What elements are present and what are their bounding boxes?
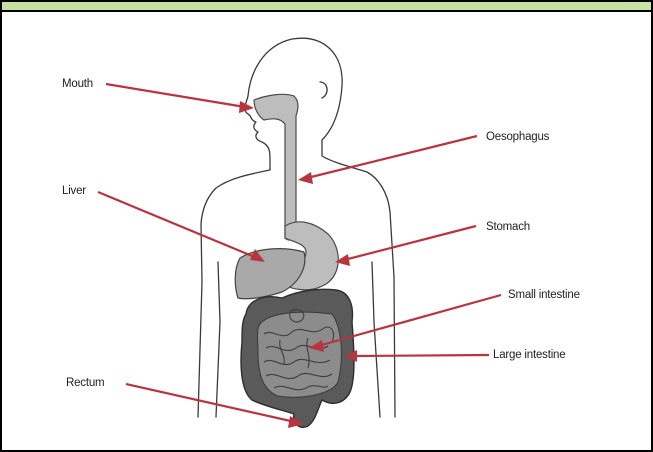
stomach-arrow [335, 226, 476, 266]
mouth-arrow [106, 84, 254, 113]
label-rectum: Rectum [66, 377, 104, 389]
left-arm-inner [216, 262, 220, 417]
ear-outline [320, 82, 327, 98]
label-large-intestine: Large intestine [493, 349, 565, 361]
oesophagus-arrow [298, 136, 477, 184]
liver-arrow [98, 192, 265, 262]
digestive-system-diagram: Mouth Oesophagus Liver Stomach Small int… [2, 12, 651, 450]
label-mouth: Mouth [62, 78, 93, 90]
large-intestine-arrow [345, 350, 489, 362]
label-stomach: Stomach [486, 221, 530, 233]
small-intestine-shape [258, 312, 342, 397]
liver-shape [235, 249, 305, 299]
right-arm-inner [372, 262, 380, 417]
label-small-intestine: Small intestine [508, 289, 580, 301]
oesophagus-shape [254, 94, 298, 240]
label-liver: Liver [62, 185, 86, 197]
label-oesophagus: Oesophagus [486, 131, 550, 143]
header-band [2, 2, 651, 12]
